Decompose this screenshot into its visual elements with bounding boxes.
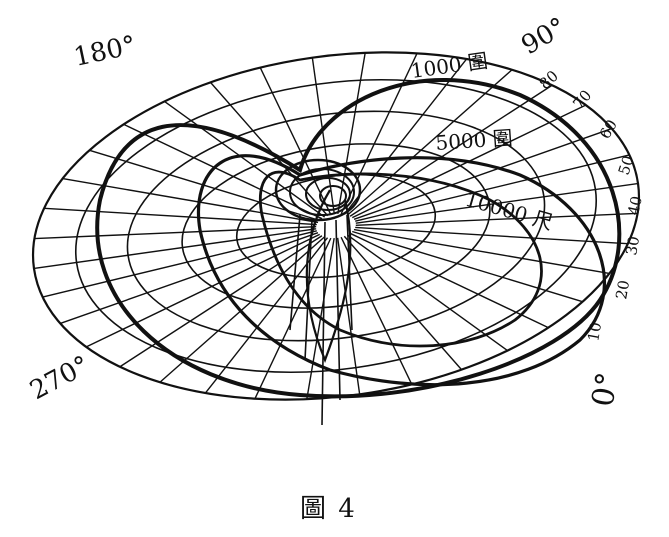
scale-label: 50 [615,154,638,178]
curve-5000 [197,154,606,387]
spoke [353,228,610,275]
spoke [337,52,366,214]
spoke [343,58,468,215]
scale-label: 30 [622,235,643,257]
spoke [60,232,319,325]
spoke [336,237,361,395]
curve-label-10000: 10000 尺 [463,187,556,235]
polar-grid [31,51,641,401]
curve-1000 [95,78,622,399]
speaker-coil [274,158,362,426]
spoke [164,100,326,218]
spoke [352,230,583,303]
spoke [85,233,321,348]
spoke [119,235,323,368]
spoke [353,127,612,220]
scale-label: 10 [584,321,605,343]
figure-caption: 圖 4 [300,494,357,524]
spoke [347,69,513,216]
spoke [33,228,317,270]
spoke [349,84,553,217]
spoke [340,236,413,385]
curve-label-5000: 5000 圍 [435,126,514,155]
spoke [44,207,317,226]
spoke [159,236,325,383]
spoke [254,237,332,399]
spoke [355,226,628,245]
scale-label: 60 [596,116,621,142]
radial-spokes [33,52,639,400]
scale-label: 20 [612,279,633,301]
spoke [259,67,332,216]
angle-label-0: 0° [585,370,625,410]
angle-label-270: 270° [25,350,94,406]
spoke [355,154,630,222]
spoke [123,123,323,220]
spoke [34,225,317,240]
spoke [346,234,508,352]
spoke [311,57,336,215]
curve-10000 [258,170,543,348]
spoke [209,81,329,217]
angle-label-90: 90° [517,12,572,61]
spoke [343,235,463,371]
spoke [355,212,638,227]
spoke [349,232,549,329]
angle-label-180: 180° [71,30,139,72]
scale-label: 40 [624,194,646,216]
